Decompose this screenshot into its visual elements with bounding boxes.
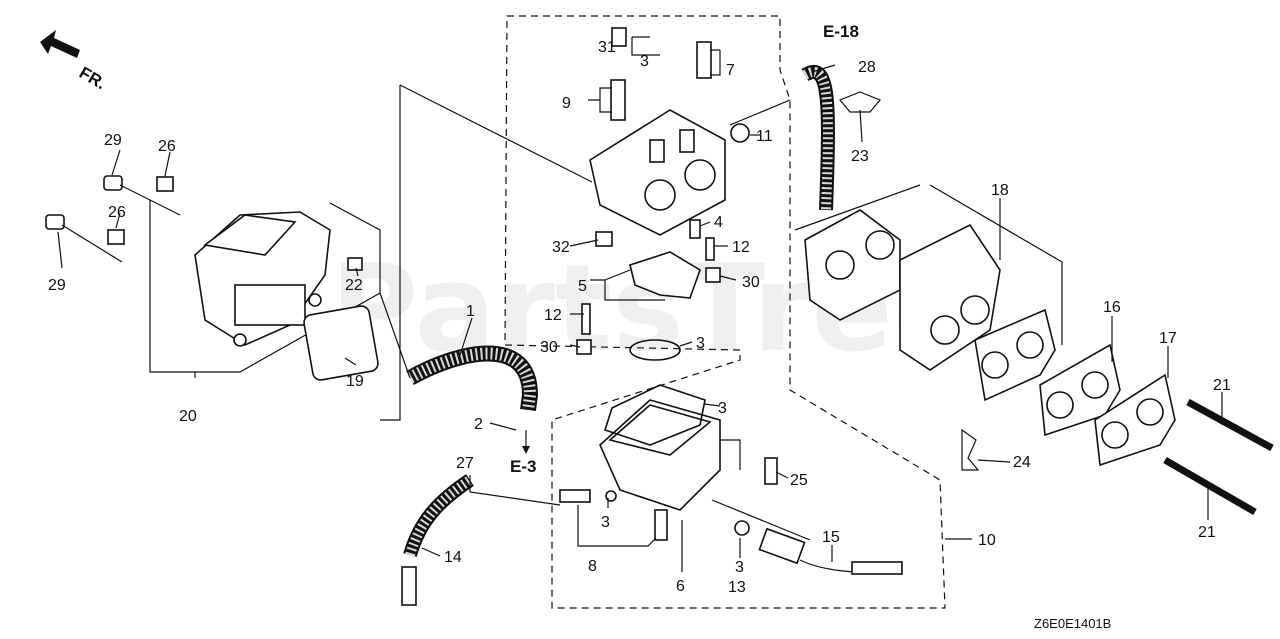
- needle-4: [689, 219, 701, 239]
- callout-25: 25: [790, 472, 808, 489]
- callout-10: 10: [978, 532, 996, 549]
- callout-6: 6: [676, 578, 685, 595]
- callout-5: 5: [578, 278, 587, 295]
- callout-16: 16: [1103, 299, 1121, 316]
- callout-12-b: 12: [544, 307, 562, 324]
- front-direction-arrow-icon: [40, 30, 80, 58]
- ref-e18: E-18: [823, 22, 859, 41]
- grommet-22: [347, 257, 363, 271]
- callout-23: 23: [851, 148, 869, 165]
- jet-12-lower: [581, 303, 591, 335]
- air-cleaner-case: [194, 211, 331, 347]
- direction-label: FR.: [76, 63, 109, 93]
- clip-24: [961, 428, 980, 471]
- callout-labels: 31 3 7 9 11 28 23 29 26 26 29 22 18 4 12…: [48, 39, 1231, 596]
- callout-15: 15: [822, 529, 840, 546]
- callout-26-b: 26: [108, 204, 126, 221]
- jet-30-upper: [705, 267, 721, 283]
- gasket-set-bracket: [794, 184, 1063, 345]
- float-chamber-6: [599, 399, 721, 541]
- callout-22: 22: [345, 277, 363, 294]
- callout-31: 31: [598, 39, 616, 56]
- stud-21-upper: [1186, 398, 1274, 452]
- bolt-29-upper: [103, 175, 181, 216]
- callout-30-a: 30: [742, 274, 760, 291]
- callout-14: 14: [444, 549, 462, 566]
- callout-12-a: 12: [732, 239, 750, 256]
- leader-lines: [57, 36, 1223, 572]
- callout-3-b: 3: [696, 335, 705, 352]
- float-5: [629, 251, 701, 299]
- callout-8: 8: [588, 558, 597, 575]
- screw-7: [696, 41, 712, 79]
- callout-3-d: 3: [601, 514, 610, 531]
- callout-20: 20: [179, 408, 197, 425]
- diagram-code: Z6E0E1401B: [1034, 616, 1111, 631]
- callout-27: 27: [456, 455, 474, 472]
- drain-screw-8: [559, 489, 591, 503]
- stud-21-lower: [1163, 456, 1257, 516]
- clip-23: [839, 91, 881, 113]
- bolt-29-lower: [45, 214, 123, 263]
- callout-21-b: 21: [1198, 524, 1216, 541]
- callout-19: 19: [346, 373, 364, 390]
- callout-4: 4: [714, 214, 723, 231]
- callout-7: 7: [726, 62, 735, 79]
- bracket-18: [899, 223, 1001, 371]
- callout-2: 2: [474, 416, 483, 433]
- callout-11: 11: [756, 128, 773, 145]
- callout-13: 13: [728, 579, 746, 596]
- screw-9: [610, 79, 626, 121]
- carburetor-boundary: [504, 15, 946, 609]
- callout-17: 17: [1159, 330, 1177, 347]
- callout-3-e: 3: [735, 559, 744, 576]
- callout-26-a: 26: [158, 138, 176, 155]
- callout-3-c: 3: [718, 400, 727, 417]
- callout-21-a: 21: [1213, 377, 1231, 394]
- callout-1: 1: [466, 303, 475, 320]
- callout-3-a: 3: [640, 53, 649, 70]
- chamber-gasket-3: [603, 384, 706, 446]
- solenoid-connector: [851, 561, 903, 575]
- washer-3-lower: [734, 520, 750, 536]
- fuel-hose-14: [403, 474, 474, 558]
- screw-25: [764, 457, 778, 485]
- breather-tube-1: [406, 345, 539, 412]
- callout-32: 32: [552, 239, 570, 256]
- callout-24: 24: [1013, 454, 1031, 471]
- e3-arrow-head-icon: [522, 446, 530, 454]
- nut-26-upper: [156, 176, 174, 192]
- hose-14-end: [401, 566, 417, 606]
- carburetor-body: [589, 109, 726, 236]
- fuel-cut-solenoid-15: [758, 527, 806, 565]
- callout-30-b: 30: [540, 339, 558, 356]
- clip-32: [595, 231, 613, 247]
- nut-26-lower: [107, 229, 125, 245]
- cap-11: [730, 123, 750, 143]
- gasket-19: [303, 305, 379, 381]
- jet-12-upper: [705, 237, 715, 261]
- callout-29-b: 29: [48, 277, 66, 294]
- callout-28: 28: [858, 59, 876, 76]
- screw-31: [611, 27, 627, 47]
- callout-29-a: 29: [104, 132, 122, 149]
- ref-e3: E-3: [510, 457, 536, 476]
- callout-9: 9: [562, 95, 571, 112]
- callout-18: 18: [991, 182, 1009, 199]
- o-ring-3: [629, 339, 681, 361]
